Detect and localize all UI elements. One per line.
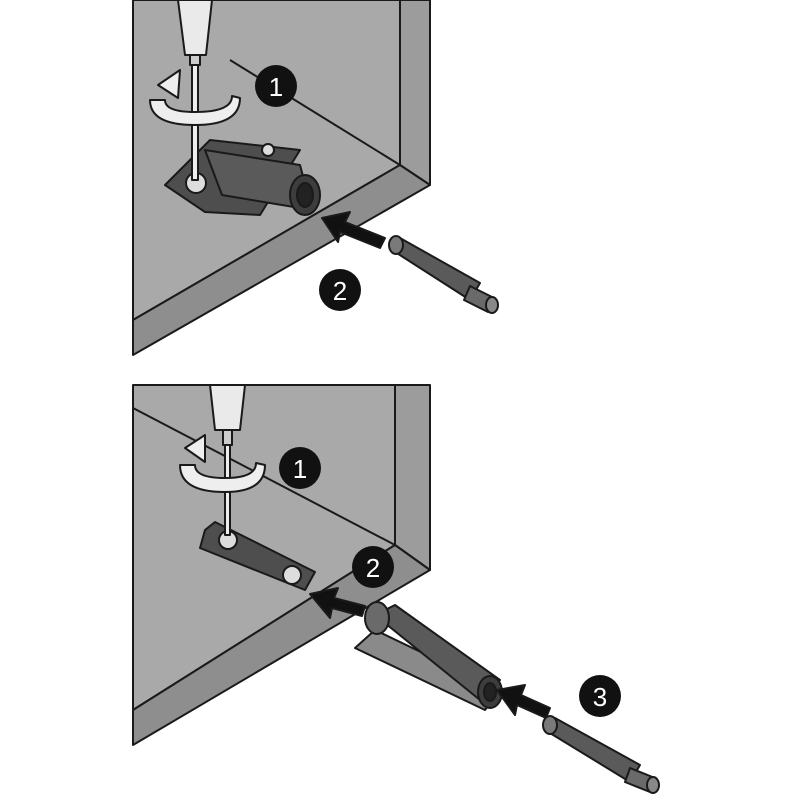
step-number: 1 (293, 454, 307, 484)
rotate-arrowhead-icon (184, 434, 206, 463)
step-number: 3 (593, 682, 607, 712)
step-number: 2 (366, 553, 380, 583)
push-latch-with-base (354, 601, 503, 711)
inner-edge (132, 407, 396, 546)
cabinet-side-wall (399, 0, 431, 186)
adapter-pin (388, 235, 499, 314)
insert-arrow-icon (321, 211, 386, 249)
step-badge: 1 (255, 65, 297, 107)
step-number: 1 (269, 72, 283, 102)
step-badge: 2 (352, 546, 394, 588)
insert-arrow-icon (309, 587, 366, 619)
step-badge: 3 (579, 675, 621, 717)
rotate-arrowhead-icon (157, 69, 181, 99)
cabinet-front-edge (132, 164, 431, 356)
screw-head-icon (261, 143, 275, 157)
step-badge: 2 (319, 269, 361, 311)
bottom-panel (132, 384, 660, 794)
rotate-arrow-icon (179, 462, 266, 493)
cabinet-front-edge (132, 544, 431, 746)
cabinet-side-wall (394, 384, 431, 571)
step-badge: 1 (279, 447, 321, 489)
top-panel (132, 0, 499, 356)
step-number: 2 (333, 276, 347, 306)
screw-head-icon (282, 565, 302, 585)
push-latch-body (204, 149, 321, 216)
adapter-pin (542, 715, 660, 794)
rotate-arrow-icon (149, 95, 241, 126)
insert-arrow-icon (496, 684, 551, 719)
